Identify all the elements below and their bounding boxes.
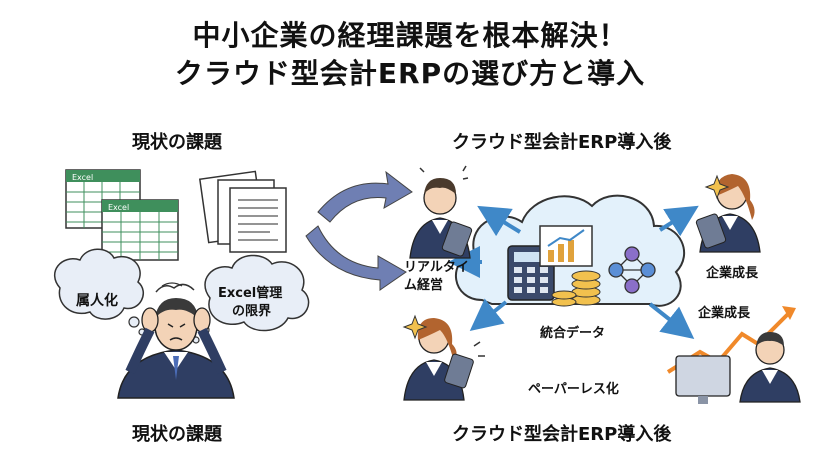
section-heading-current-top: 現状の課題	[132, 132, 222, 153]
svg-text:Excel: Excel	[108, 203, 129, 212]
excel-sheet-icon: Excel	[101, 199, 179, 261]
label-integrated-data: 統合データ	[540, 326, 606, 341]
document-stack-icon	[198, 170, 287, 253]
transition-arrow-lower	[305, 225, 407, 291]
coins-icon	[551, 270, 601, 307]
bubble-label-excel-line1: Excel管理	[218, 286, 283, 301]
bubble-label-excel-line2: の限界	[232, 304, 272, 319]
excel-sheet-icon: Excel	[65, 169, 141, 229]
section-heading-current-bottom: 現状の課題	[132, 424, 222, 445]
bubble-personalization	[54, 248, 146, 336]
section-heading-after-bottom: クラウド型会計ERP導入後	[452, 424, 672, 445]
label-realtime-line1: リアルタイ	[404, 260, 469, 275]
page-title-line1: 中小企業の経理課題を根本解決！	[192, 19, 628, 52]
worried-person-illustration	[117, 282, 235, 399]
label-growth-right: 企業成長	[698, 306, 751, 321]
growth-chart-person	[666, 306, 801, 404]
transition-arrow-upper	[317, 170, 413, 223]
label-realtime-line2: ム経営	[404, 278, 444, 293]
flow-arrows	[448, 205, 699, 339]
person-tablet-realtime	[409, 165, 473, 259]
data-network-icon	[608, 246, 656, 294]
person-tablet-growth	[695, 174, 761, 253]
bubble-label-personalization: 属人化	[76, 293, 118, 309]
page-title-line2: クラウド型会計ERPの選び方と導入	[174, 57, 646, 90]
sparkle-icon	[402, 314, 428, 340]
sparkle-icon	[704, 174, 730, 200]
report-chart-icon	[539, 225, 593, 267]
section-heading-after-top: クラウド型会計ERP導入後	[452, 132, 672, 153]
label-growth-top: 企業成長	[706, 266, 759, 281]
label-paperless: ペーパーレス化	[528, 382, 619, 397]
svg-text:Excel: Excel	[72, 173, 93, 182]
person-tablet-paperless	[402, 314, 485, 401]
